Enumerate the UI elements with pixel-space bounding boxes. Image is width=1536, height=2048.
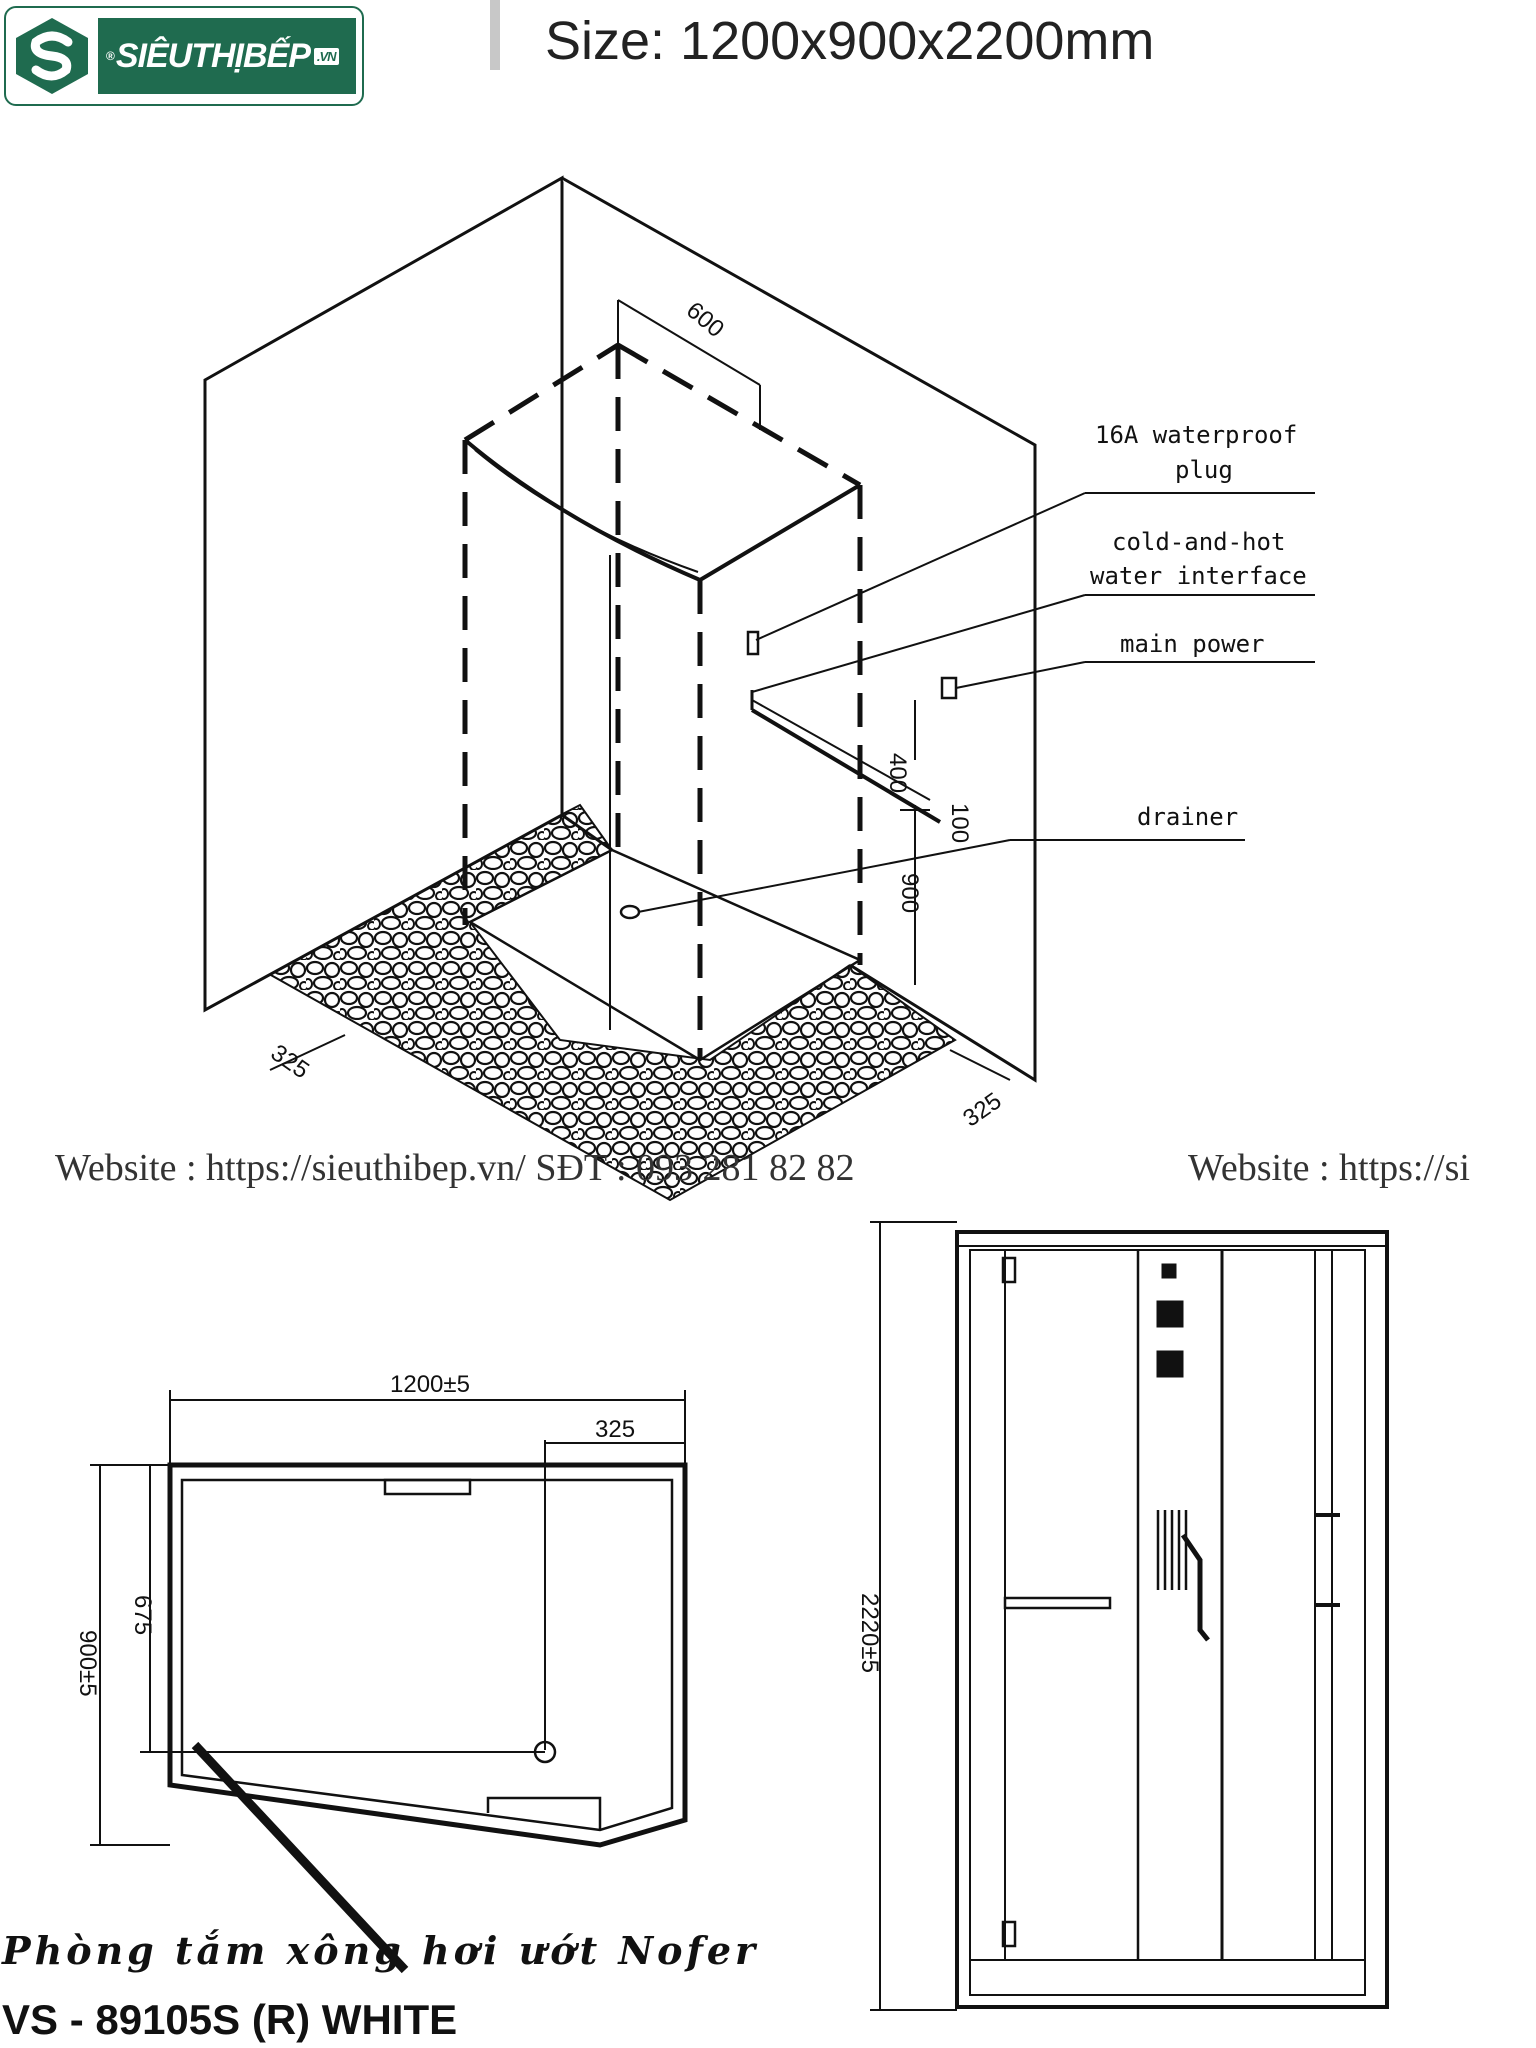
elevation-frame [955,1230,1389,2009]
plan-inner-depth: 675 [129,1595,156,1635]
plan-depth: 900±5 [74,1630,101,1697]
top-hinge [1001,1256,1017,1284]
water-label-2: water interface [1090,562,1307,590]
drainer-label: drainer [1137,803,1238,831]
shower-column [1156,1510,1210,1642]
watermark-text: Website : https://sieuthibep.vn/ SĐT : 0… [55,1147,855,1189]
panel-button-1 [1156,1300,1184,1328]
towel-bar [1003,1596,1112,1610]
title-divider [490,0,500,70]
logo-s-icon [16,18,88,94]
drain-icon [619,904,641,920]
plan-width: 1200±5 [390,1371,470,1398]
plan-offset: 325 [595,1416,635,1443]
watermark-text-cut: Website : https://si [1188,1147,1470,1189]
panel-indicator [1161,1263,1177,1279]
plug-leader [755,492,1086,641]
plan-outer [167,1462,688,1848]
elevation-height: 2220±5 [856,1593,883,1673]
plan-notch-top [383,1478,472,1496]
bottom-hinge [1001,1920,1017,1948]
plan-door-rod [191,1741,409,1974]
product-name: Phòng tắm xông hơi ướt Nofer [2,1928,760,1973]
plan-notch-bottom [486,1796,602,1830]
dim-900: 900 [896,873,923,913]
logo-wordmark: ® SIÊUTHỊBẾP .VN [98,18,356,94]
plan-drain-icon [533,1740,557,1764]
power-leader [955,661,1086,689]
main-power-label: main power [1120,630,1265,658]
brand-logo: ® SIÊUTHỊBẾP .VN [4,6,364,106]
water-leader [751,594,1086,693]
cabin-outline [462,342,863,1060]
drain-leader [637,839,1011,913]
water-label-1: cold-and-hot [1112,528,1285,556]
dim-left-325: 325 [266,1039,314,1084]
dim-100: 100 [946,803,973,843]
plan-view [90,1390,688,1974]
panel-button-2 [1156,1350,1184,1378]
right-wall [561,176,1037,1083]
brand-suffix: .VN [313,47,339,65]
isometric-view [203,175,1315,1202]
dim-right-325: 325 [958,1087,1006,1132]
plug-label-1: 16A waterproof [1095,421,1297,449]
size-title: Size: 1200x900x2200mm [545,11,1155,71]
plug-box [746,630,760,656]
front-elevation [870,1221,1389,2011]
product-code: VS - 89105S (R) WHITE [2,1996,458,2043]
plan-inner [180,1478,674,1832]
plug-label-2: plug [1175,456,1233,484]
dim-400: 400 [884,753,911,793]
pebble-floor [259,803,957,1202]
brand-name: SIÊUTHỊBẾP [115,36,311,75]
registered-mark: ® [106,49,115,63]
